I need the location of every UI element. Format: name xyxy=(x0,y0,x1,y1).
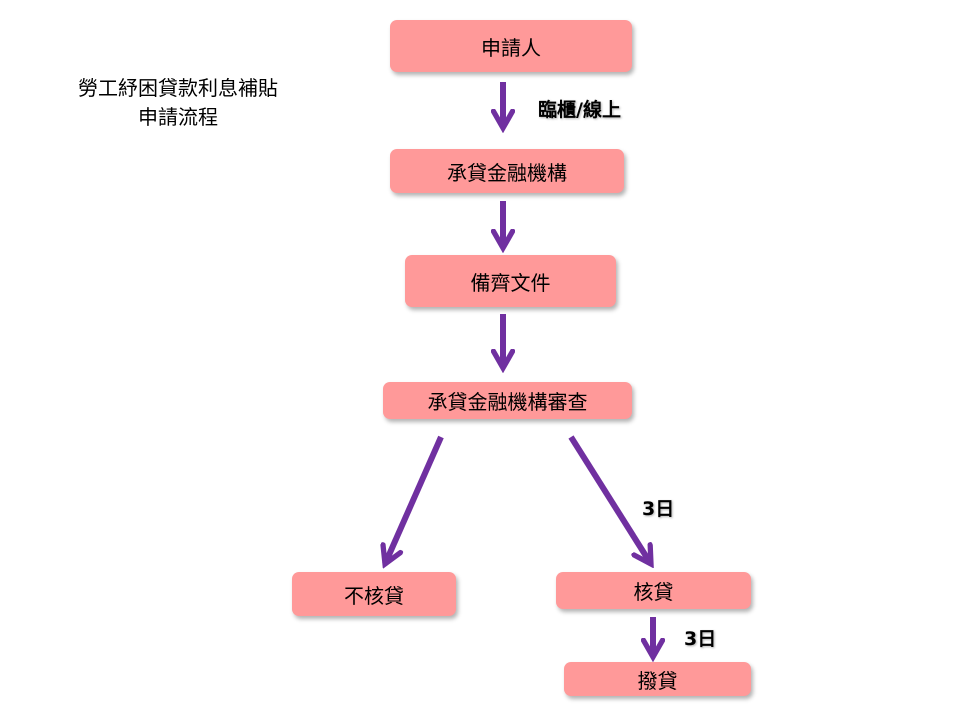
node-documents-label: 備齊文件 xyxy=(470,270,551,295)
diagram-title: 勞工紓困貸款利息補貼 申請流程 xyxy=(60,74,296,132)
node-applicant-label: 申請人 xyxy=(481,35,541,60)
node-approved-label: 核貸 xyxy=(633,580,674,604)
node-documents: 備齊文件 xyxy=(405,255,616,307)
title-line-1: 勞工紓困貸款利息補貼 xyxy=(78,76,278,100)
node-rejected: 不核貸 xyxy=(292,572,456,616)
node-applicant: 申請人 xyxy=(390,20,632,72)
node-lender-label: 承貸金融機構 xyxy=(447,160,567,185)
arrow-review-to-approved xyxy=(568,435,651,564)
node-disbursed-label: 撥貸 xyxy=(637,668,678,693)
node-approved: 核貸 xyxy=(556,572,751,609)
edge-label-channel: 臨櫃/線上 xyxy=(538,99,621,121)
title-line-2: 申請流程 xyxy=(138,105,218,129)
node-review: 承貸金融機構審查 xyxy=(383,382,632,419)
edge-label-disburse-days: 3日 xyxy=(684,628,717,650)
edge-label-approve-days: 3日 xyxy=(642,498,675,520)
node-review-label: 承貸金融機構審查 xyxy=(427,390,588,414)
node-disbursed: 撥貸 xyxy=(564,662,751,696)
node-lender: 承貸金融機構 xyxy=(390,149,624,193)
arrow-review-to-rejected xyxy=(385,435,444,564)
node-rejected-label: 不核貸 xyxy=(344,583,404,608)
